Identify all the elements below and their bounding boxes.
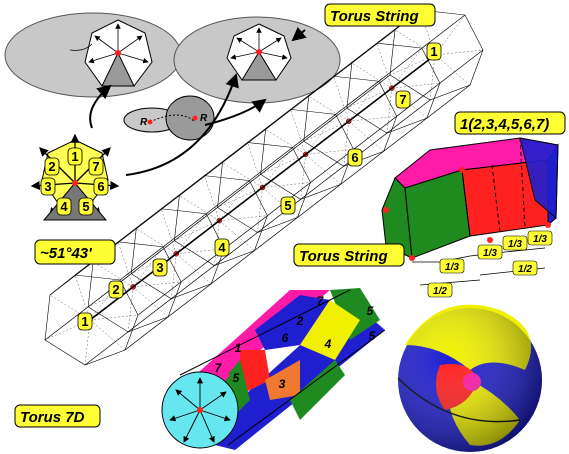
cylinder-number: 5	[369, 329, 376, 343]
curved-arrows	[89, 26, 307, 176]
cylinder-number: 6	[282, 331, 289, 345]
heptagon-number-7: 7	[88, 157, 104, 176]
svg-text:1: 1	[81, 314, 88, 329]
string-number-1: 1	[77, 312, 93, 331]
heptagon-number-5: 5	[78, 197, 94, 216]
svg-text:2: 2	[48, 159, 55, 174]
string-number-3: 3	[152, 258, 168, 277]
cylinder-number: 3	[279, 377, 286, 391]
svg-text:5: 5	[284, 198, 291, 213]
svg-text:Torus String: Torus String	[330, 8, 419, 25]
r-right-label: R	[200, 113, 208, 124]
string-number-2: 2	[108, 280, 124, 299]
svg-text:3: 3	[156, 260, 163, 275]
svg-text:1/2: 1/2	[433, 286, 447, 297]
cylinder-number: 4	[324, 337, 332, 351]
label-torus-7d: Torus 7D	[14, 404, 101, 428]
cylinder-number: 5	[367, 304, 374, 318]
cylinder-number: 7	[215, 361, 223, 375]
heptagon-number-4: 4	[56, 197, 72, 216]
heptagon-number-1: 1	[67, 147, 83, 166]
fraction-label: 1/3	[439, 258, 465, 274]
string-number-6: 6	[347, 148, 363, 167]
colored-sphere	[397, 304, 542, 452]
heptagon-number-2: 2	[44, 157, 60, 176]
svg-text:1/2: 1/2	[518, 264, 532, 275]
colored-cylinder	[161, 288, 386, 450]
fraction-label: 1/3	[527, 230, 553, 246]
svg-text:1/3: 1/3	[533, 234, 547, 245]
heptagon-number-6: 6	[93, 177, 109, 196]
label-formula: 1(2,3,4,5,6,7)	[454, 111, 566, 135]
string-number-5: 5	[280, 196, 296, 215]
gray-ellipse-left	[4, 12, 182, 98]
r-left-label: R	[140, 117, 148, 128]
gray-ellipse-middle	[173, 16, 341, 104]
label-torus-string-top: Torus String	[324, 3, 436, 27]
svg-text:1/3: 1/3	[445, 262, 459, 273]
svg-text:Torus String: Torus String	[299, 248, 388, 265]
string-number-7: 7	[395, 90, 411, 109]
svg-text:4: 4	[60, 199, 68, 214]
cylinder-number: 1	[235, 341, 242, 355]
cylinder-number: 2	[296, 314, 304, 328]
string-number-1: 1	[426, 42, 442, 61]
svg-text:6: 6	[351, 150, 358, 165]
svg-text:Torus 7D: Torus 7D	[20, 409, 85, 426]
svg-text:1/3: 1/3	[508, 239, 522, 250]
svg-text:7: 7	[399, 92, 406, 107]
svg-text:2: 2	[112, 282, 119, 297]
fraction-label: 1/3	[477, 244, 503, 260]
r-ellipses: R R	[123, 95, 215, 141]
label-angle: ~51°43'	[34, 239, 116, 265]
fraction-label: 1/3	[502, 235, 528, 251]
colored-block	[381, 137, 559, 286]
label-torus-string-right: Torus String	[293, 243, 405, 267]
fraction-label: 1/2	[512, 260, 538, 276]
svg-text:5: 5	[82, 199, 89, 214]
heptagon-number-3: 3	[40, 177, 56, 196]
svg-text:~51°43': ~51°43'	[40, 245, 92, 262]
string-number-4: 4	[214, 238, 230, 257]
block-fractions: 1/3 1/3 1/3 1/3 1/2 1/2	[427, 230, 553, 298]
fraction-label: 1/2	[427, 282, 453, 298]
svg-text:1/3: 1/3	[483, 248, 497, 259]
svg-text:4: 4	[218, 240, 226, 255]
svg-text:1(2,3,4,5,6,7): 1(2,3,4,5,6,7)	[460, 116, 549, 133]
svg-text:1: 1	[430, 44, 437, 59]
cylinder-number: 5	[233, 371, 240, 385]
svg-text:6: 6	[97, 179, 104, 194]
cylinder-number: 7	[317, 294, 325, 308]
svg-text:7: 7	[92, 159, 99, 174]
svg-text:3: 3	[44, 179, 51, 194]
svg-text:1: 1	[71, 149, 78, 164]
